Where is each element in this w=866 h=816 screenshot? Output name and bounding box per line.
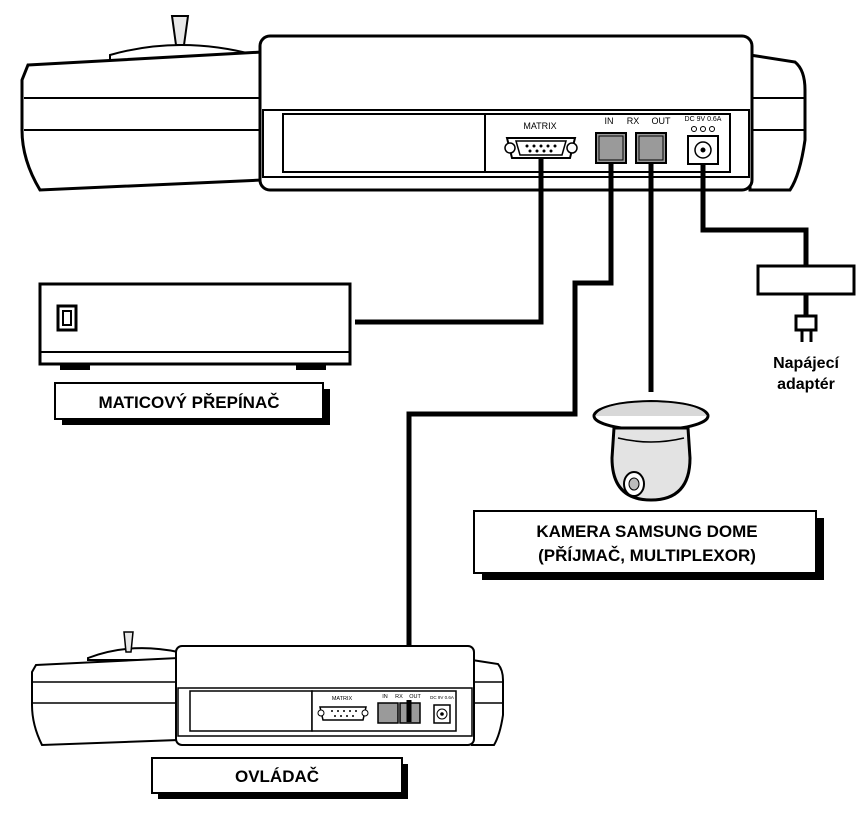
matrix-port-bottom <box>317 706 369 721</box>
top-controller <box>20 15 807 192</box>
dc-label-bottom: DC 9V 0.6A <box>430 695 454 700</box>
matrix-switcher-label: MATICOVÝ PŘEPÍNAČ <box>98 393 279 412</box>
power-adapter <box>756 264 856 342</box>
dc-jack-top <box>687 126 719 165</box>
in-rx-port-top <box>595 132 627 164</box>
cables <box>355 158 809 722</box>
camera-label-line1: KAMERA SAMSUNG DOME <box>536 522 757 541</box>
bottom-controller <box>31 631 504 747</box>
matrix-port-top <box>504 137 578 159</box>
controller-label: OVLÁDAČ <box>235 767 319 786</box>
dome-camera <box>592 399 710 502</box>
out-label-bottom: OUT <box>409 694 421 700</box>
in-label-bottom: IN <box>382 694 388 700</box>
adapter-label-line2: adaptér <box>777 376 835 393</box>
out-label-top: OUT <box>652 116 672 126</box>
matrix-label-top: MATRIX <box>523 121 556 131</box>
adapter-label-line1: Napájecí <box>773 355 839 372</box>
dc-jack-bottom <box>433 704 451 724</box>
dc-label-top: DC 9V 0.6A <box>685 116 722 123</box>
rx-label-bottom: RX <box>395 694 403 700</box>
matrix-switcher-label-box: MATICOVÝ PŘEPÍNAČ <box>54 382 330 425</box>
top-panel-labels: MATRIX IN RX OUT DC 9V 0.6A <box>523 116 721 131</box>
in-label-top: IN <box>605 116 614 126</box>
camera-label-line2: (PŘÍJMAČ, MULTIPLEXOR) <box>538 546 756 565</box>
cable-power <box>700 164 809 266</box>
in-rx-port-bottom <box>377 702 399 724</box>
matrix-switcher <box>38 282 352 370</box>
out-port-top <box>635 132 667 164</box>
cable-matrix <box>355 158 544 325</box>
rx-label-top: RX <box>627 116 640 126</box>
cable-controller <box>406 163 614 722</box>
controller-label-box: OVLÁDAČ <box>151 757 408 799</box>
matrix-label-bottom: MATRIX <box>332 696 353 702</box>
bottom-panel-labels: MATRIX IN RX OUT DC 9V 0.6A <box>332 694 454 702</box>
camera-label-box: KAMERA SAMSUNG DOME (PŘÍJMAČ, MULTIPLEXO… <box>473 510 824 580</box>
